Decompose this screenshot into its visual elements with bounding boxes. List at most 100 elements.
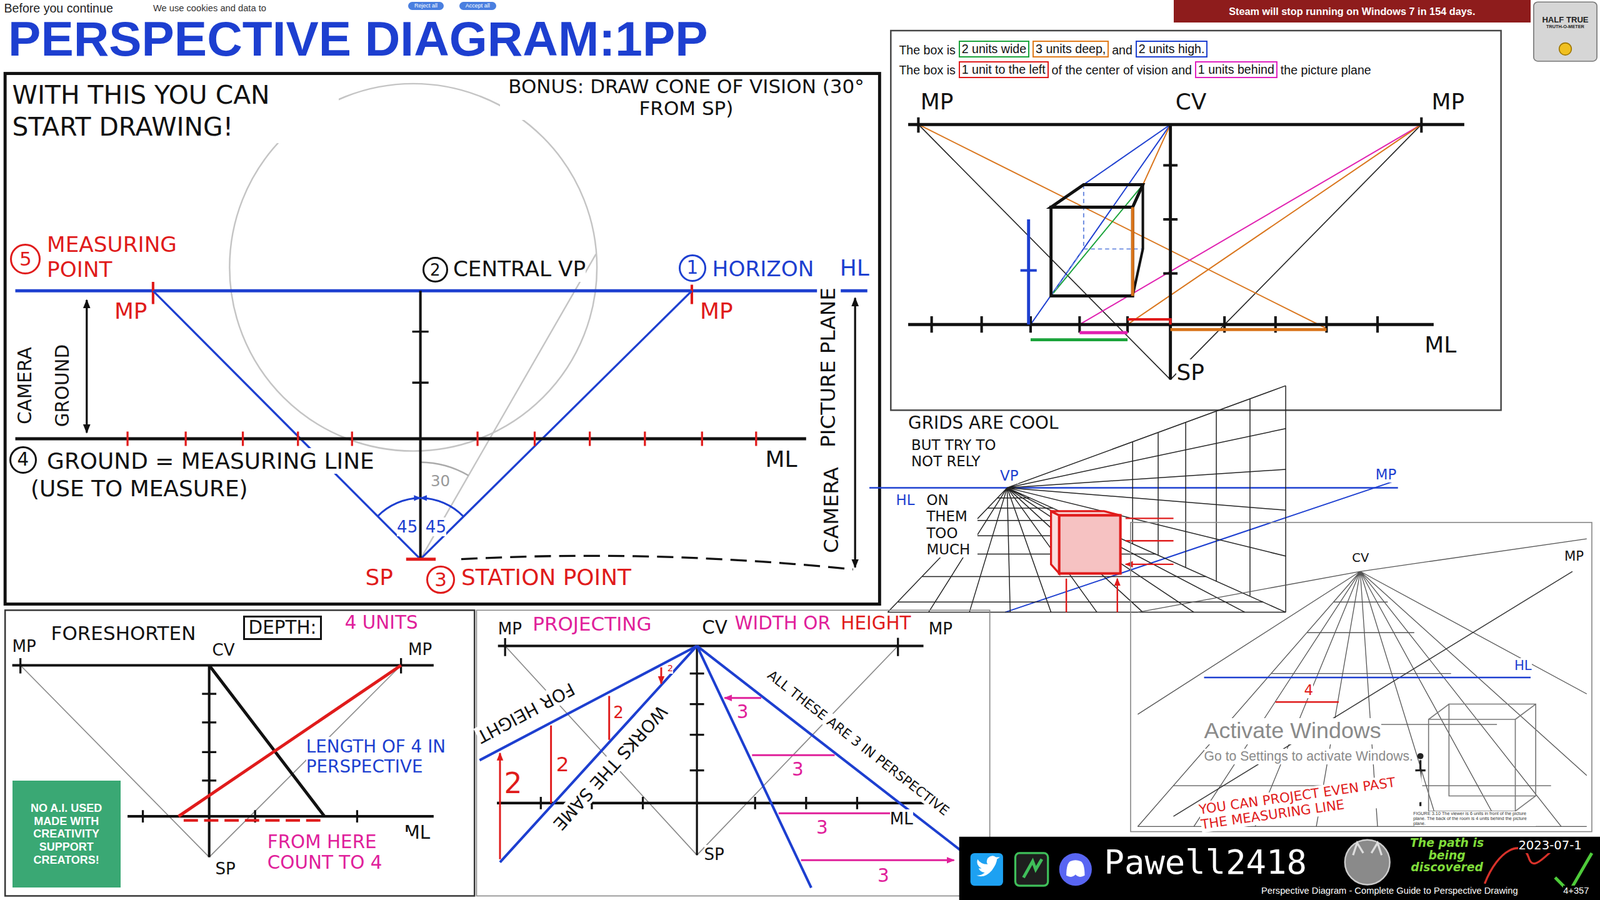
box-example-panel-part bbox=[918, 124, 1327, 329]
projecting-panel-part bbox=[476, 610, 990, 896]
text-label: 4+357 bbox=[1563, 885, 1589, 896]
text-label: WITH THIS YOU CAN START DRAWING! bbox=[12, 79, 339, 144]
text-label: 2 bbox=[667, 663, 674, 674]
text-label: ON THEM TOO MUCH bbox=[926, 491, 978, 558]
box-example-panel-part bbox=[1020, 269, 1037, 272]
text-label: Activate Windows bbox=[1204, 718, 1382, 744]
node-text: MADE WITH CREATIVITY bbox=[15, 815, 119, 841]
text-label: 2023-07-1 bbox=[1518, 838, 1582, 854]
creator-banner-part bbox=[959, 836, 1600, 900]
text-label: (USE TO MEASURE) bbox=[30, 475, 249, 502]
text-label: The box is bbox=[898, 63, 955, 78]
grid-illustration-part bbox=[1125, 518, 1174, 564]
text-label: We use cookies and data to bbox=[153, 3, 267, 14]
callout-circle: 1 bbox=[678, 254, 707, 282]
main-panel-part bbox=[420, 290, 692, 559]
text-box: 2 units wide bbox=[958, 40, 1030, 58]
box-example-panel-part bbox=[1079, 331, 1128, 335]
text-label: HL bbox=[896, 491, 915, 509]
node-text: DEPTH: bbox=[248, 617, 317, 639]
text-label: CV bbox=[212, 640, 235, 660]
grid-illustration-part bbox=[1059, 515, 1121, 574]
text-box: NO A.I. USEDMADE WITH CREATIVITYSUPPORT … bbox=[12, 780, 121, 888]
creator-banner-part bbox=[1353, 843, 1382, 856]
main-panel-part bbox=[406, 557, 436, 561]
foreshorten-panel-part bbox=[12, 663, 434, 667]
box-example-panel-part bbox=[1132, 185, 1143, 297]
box-example-panel-part bbox=[1030, 124, 1171, 325]
text-label: FROM HERE COUNT TO 4 bbox=[267, 831, 411, 875]
text-label: ALL THESE ARE 3 IN PERSPECTIVE bbox=[764, 667, 952, 819]
text-label: CV bbox=[701, 617, 728, 639]
grid-illustration bbox=[869, 385, 1399, 612]
text-label: HL bbox=[840, 255, 870, 281]
text-label: 45 bbox=[396, 517, 418, 537]
text-label: SP bbox=[365, 564, 394, 590]
text-label: Perspective Diagram - Complete Guide to … bbox=[1261, 885, 1519, 896]
text-label: GROUND = MEASURING LINE bbox=[46, 448, 375, 474]
node-text: SUPPORT CREATORS! bbox=[15, 840, 119, 867]
text-label: 45 bbox=[425, 517, 447, 537]
text-label: MP bbox=[498, 619, 522, 639]
box-example-panel-part bbox=[908, 123, 1465, 127]
text-label: ML bbox=[765, 446, 798, 472]
text-label: MP bbox=[408, 640, 432, 659]
projecting-panel-part bbox=[695, 645, 698, 855]
text-label: Before you continue bbox=[4, 1, 114, 16]
creator-banner bbox=[959, 836, 1600, 900]
text-label: CENTRAL VP bbox=[453, 256, 586, 282]
text-label: BONUS: DRAW CONE OF VISION (30° FROM SP) bbox=[500, 75, 873, 120]
node-text: 3 bbox=[434, 570, 447, 590]
box-example-panel-part bbox=[1030, 338, 1128, 342]
box-example-panel-part bbox=[890, 30, 1501, 410]
text-label: The path is being discovered bbox=[1406, 836, 1489, 874]
text-label: 30 bbox=[430, 472, 450, 490]
box-example-panel-part bbox=[1051, 185, 1144, 297]
text-box: 2 units high. bbox=[1135, 40, 1209, 58]
text-label: MP bbox=[1375, 466, 1397, 483]
callout-circle: 2 bbox=[422, 256, 449, 283]
main-panel-part bbox=[153, 290, 421, 559]
text-label: Pawell2418 bbox=[1104, 843, 1307, 882]
text-box: 1 units behind bbox=[1195, 61, 1278, 79]
node-text: 1 bbox=[686, 258, 699, 277]
main-panel-part bbox=[85, 300, 88, 433]
text-label: MP bbox=[1431, 88, 1465, 115]
text-label: MP bbox=[920, 88, 954, 115]
foreshorten-panel-part bbox=[201, 693, 217, 781]
foreshorten-panel-part bbox=[5, 610, 475, 896]
node-text: 5 bbox=[19, 249, 32, 269]
grid-illustration-part bbox=[887, 487, 1286, 612]
page-title: PERSPECTIVE DIAGRAM:1PP bbox=[8, 14, 708, 64]
room-panel-part bbox=[1275, 701, 1339, 703]
text-label: BUT TRY TO NOT RELY bbox=[911, 436, 1019, 470]
text-box: DEPTH: bbox=[243, 615, 323, 641]
foreshorten-panel-part bbox=[127, 815, 434, 818]
text-label: SP bbox=[1176, 359, 1204, 385]
text-label: GROUND bbox=[52, 344, 74, 427]
text-label: FIGURE 3.10 The viewer is 6 units in fro… bbox=[1413, 811, 1536, 827]
node-text: 2 bbox=[430, 261, 441, 279]
main-panel-part bbox=[5, 73, 880, 605]
box-example-panel-part bbox=[1168, 124, 1172, 380]
text-label: ML bbox=[1424, 331, 1457, 358]
text-box: Reject all bbox=[408, 1, 444, 10]
box-example-panel-part bbox=[1051, 248, 1084, 296]
box-example-panel-part bbox=[1051, 185, 1144, 208]
text-label: 4 bbox=[1304, 681, 1314, 699]
projecting-panel-part bbox=[500, 667, 662, 860]
node-text: 2 units high. bbox=[1138, 41, 1205, 57]
creator-banner-part bbox=[1059, 853, 1092, 886]
projecting-panel-part bbox=[498, 644, 924, 647]
callout-circle: 3 bbox=[426, 565, 455, 595]
creator-banner-part bbox=[1023, 859, 1042, 878]
text-label: CAMERA bbox=[15, 346, 37, 425]
text-label: PROJECTING bbox=[532, 613, 652, 636]
box-example-panel-part bbox=[1051, 206, 1134, 296]
main-panel-part bbox=[15, 437, 806, 441]
box-example-panel-part bbox=[1163, 165, 1178, 274]
text-label: FORESHORTEN bbox=[51, 622, 197, 645]
creator-banner-part bbox=[976, 855, 1000, 877]
